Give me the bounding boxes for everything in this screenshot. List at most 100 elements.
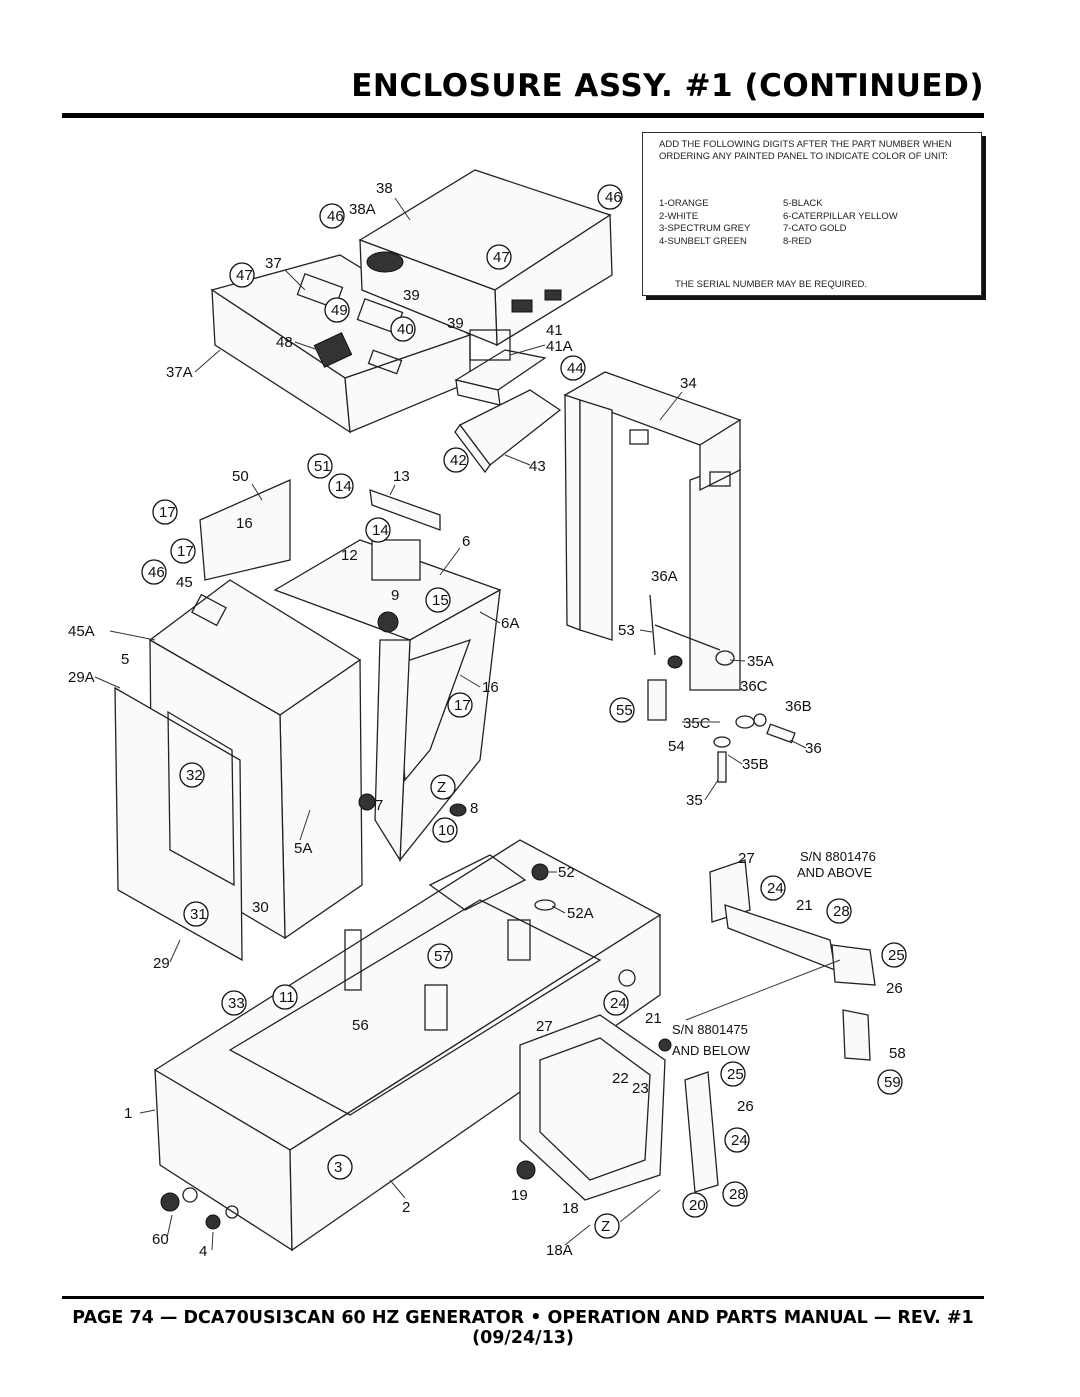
- callout: 33: [228, 995, 245, 1012]
- callout: 17: [159, 504, 176, 521]
- callout: 51: [314, 458, 331, 475]
- callout-labels: 38 38A 46 46 37 47 47 39 49 39 40 41 41A…: [68, 180, 906, 1260]
- callout: 10: [438, 822, 455, 839]
- serial-label: S/N 8801476: [800, 849, 876, 864]
- door-29: [114, 686, 243, 962]
- callout: 44: [567, 360, 584, 377]
- callout: 46: [605, 189, 622, 206]
- callout: 24: [610, 995, 627, 1012]
- callout: 21: [796, 897, 813, 914]
- callout: 6: [462, 533, 470, 550]
- callout: 34: [680, 375, 697, 392]
- callout: 11: [279, 989, 295, 1006]
- callout: 41: [546, 322, 563, 339]
- callout: 28: [833, 903, 850, 920]
- callout: Z: [437, 779, 446, 796]
- callout: 27: [536, 1018, 553, 1035]
- serial-note: THE SERIAL NUMBER MAY BE REQUIRED.: [675, 279, 867, 290]
- duct-43: [454, 389, 562, 474]
- callout: 46: [148, 564, 165, 581]
- callout: 57: [434, 948, 451, 965]
- callout: 41A: [546, 338, 573, 355]
- callout: 60: [152, 1231, 169, 1248]
- callout-circles: [141, 184, 907, 1239]
- callout: 58: [889, 1045, 906, 1062]
- callout: 56: [352, 1017, 369, 1034]
- callout: 5: [121, 651, 129, 668]
- callout: 21: [645, 1010, 662, 1027]
- callout: 13: [393, 468, 410, 485]
- callout: 55: [616, 702, 633, 719]
- color-code: 4-SUNBELT GREEN: [659, 235, 747, 247]
- color-code: 3-SPECTRUM GREY: [659, 223, 751, 234]
- color-code: 8-RED: [783, 235, 812, 247]
- serial-label: AND ABOVE: [797, 865, 872, 880]
- callout: 40: [397, 321, 414, 338]
- callout: 32: [186, 767, 203, 784]
- callout: 37A: [166, 364, 193, 381]
- baffle-16-17: [199, 478, 441, 581]
- callout: 17: [177, 543, 194, 560]
- callout: 2: [402, 1199, 410, 1216]
- callout: 14: [335, 478, 352, 495]
- color-code: 6-CATERPILLAR YELLOW: [783, 210, 898, 222]
- serial-label: S/N 8801475: [672, 1022, 748, 1037]
- callout: 12: [341, 547, 358, 564]
- vent-assembly-above: [709, 859, 876, 1061]
- callout: 36A: [651, 568, 678, 585]
- frame-34: [563, 371, 742, 691]
- color-code: 7-CATO GOLD: [783, 223, 847, 234]
- callout: 14: [372, 522, 389, 539]
- callout: 47: [236, 267, 253, 284]
- callout: 25: [727, 1066, 744, 1083]
- callout: 39: [447, 315, 464, 332]
- callout: 46: [327, 208, 344, 225]
- callout: 36C: [740, 678, 768, 695]
- callout: 24: [767, 880, 784, 897]
- callout: 26: [737, 1098, 754, 1115]
- callout: 38: [376, 180, 393, 197]
- callout: Z: [601, 1218, 610, 1235]
- drain-fittings: [160, 1160, 536, 1230]
- callout: 18A: [546, 1242, 573, 1259]
- radiator-housing-6: [273, 539, 502, 863]
- callout: 43: [529, 458, 546, 475]
- color-code-note: ADD THE FOLLOWING DIGITS AFTER THE PART …: [642, 132, 982, 296]
- callout: 52: [558, 864, 575, 881]
- base-frame-1: [153, 839, 662, 1252]
- roof-panel-38: [358, 169, 613, 347]
- callout: 38A: [349, 201, 376, 218]
- callout: 27: [738, 850, 755, 867]
- callout: 45: [176, 574, 193, 591]
- callout: 52A: [567, 905, 594, 922]
- callout: 48: [276, 334, 293, 351]
- callout: 17: [454, 697, 471, 714]
- callout: 45A: [68, 623, 95, 640]
- callout: 30: [252, 899, 269, 916]
- serial-label: AND BELOW: [672, 1043, 751, 1058]
- callout: 29: [153, 955, 170, 972]
- callout: 22: [612, 1070, 629, 1087]
- color-code: 5-BLACK: [783, 198, 823, 209]
- callout: 49: [331, 302, 348, 319]
- callout: 5A: [294, 840, 312, 857]
- callout: 23: [632, 1080, 649, 1097]
- callout: 37: [265, 255, 282, 272]
- callout: 47: [493, 249, 510, 266]
- callout: 26: [886, 980, 903, 997]
- callout: 1: [124, 1105, 132, 1122]
- callout: 35A: [747, 653, 774, 670]
- color-list-right: 5-BLACK 6-CATERPILLAR YELLOW 7-CATO GOLD…: [783, 198, 898, 248]
- callout: 9: [391, 587, 399, 604]
- callout: 39: [403, 287, 420, 304]
- callout: 16: [236, 515, 253, 532]
- callout: 31: [190, 906, 207, 923]
- callout: 19: [511, 1187, 528, 1204]
- callout: 3: [334, 1159, 342, 1176]
- page-title: ENCLOSURE ASSY. #1 (CONTINUED): [351, 68, 984, 104]
- callout: 28: [729, 1186, 746, 1203]
- leader-lines: [94, 197, 841, 1251]
- callout: 36B: [785, 698, 812, 715]
- callout: 8: [470, 800, 478, 817]
